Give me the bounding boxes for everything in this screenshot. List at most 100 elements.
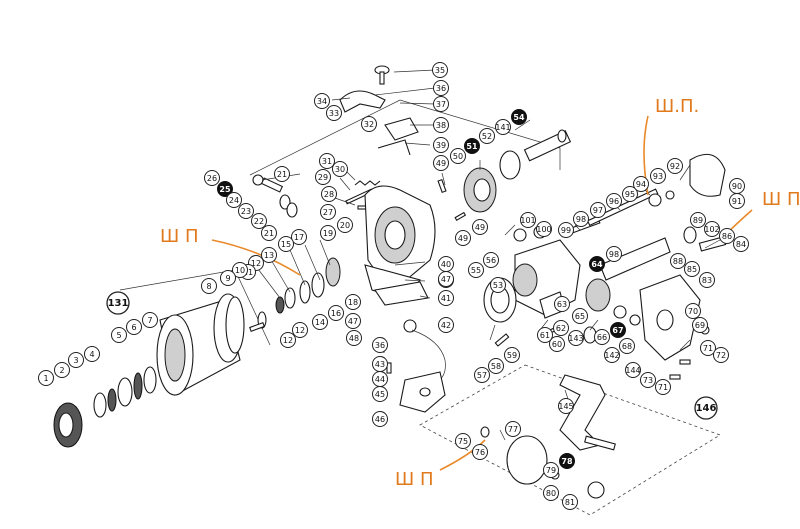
- callout-circle: [320, 225, 336, 241]
- callout-label: 141: [495, 123, 510, 132]
- callout-30: 30: [332, 161, 348, 177]
- callout-circle: [455, 230, 471, 246]
- callout-circle: [684, 261, 700, 277]
- callout-81: 81: [562, 494, 578, 510]
- spool-washer: [284, 287, 296, 309]
- callout-56: 56: [483, 252, 499, 268]
- callout-label: 66: [597, 333, 607, 342]
- callout-circle: [201, 278, 217, 294]
- callout-label: 54: [513, 113, 525, 122]
- callout-label: 100: [536, 225, 551, 234]
- callout-label: 62: [556, 324, 566, 333]
- callout-circle: [438, 271, 454, 287]
- knob-washer: [480, 426, 490, 438]
- callout-circle: [692, 317, 708, 333]
- callout-67: 67: [610, 322, 626, 338]
- callout-circle: [332, 161, 348, 177]
- callout-54: 54: [511, 109, 527, 125]
- callout-47: 47: [438, 271, 454, 287]
- callout-label: 24: [229, 196, 239, 205]
- callout-102: 102: [704, 221, 720, 237]
- callout-37: 37: [433, 96, 449, 112]
- callout-circle: [573, 211, 589, 227]
- callout-label: 29: [318, 173, 328, 182]
- callout-circle: [432, 62, 448, 78]
- callout-circle: [558, 222, 574, 238]
- callout-label: 36: [375, 341, 385, 350]
- callout-label: 12: [251, 259, 261, 268]
- callout-3: 3: [68, 352, 84, 368]
- drag-knob: [53, 402, 83, 448]
- bail-bolt-shaft: [379, 71, 385, 85]
- gear: [583, 326, 597, 344]
- washer: [629, 314, 641, 326]
- callout-label: 64: [591, 260, 603, 269]
- callout-label: 18: [348, 298, 358, 307]
- callout-circle: [433, 137, 449, 153]
- callout-circle: [278, 236, 294, 252]
- callout-51: 51: [464, 138, 480, 154]
- callout-9: 9: [220, 270, 236, 286]
- pin: [386, 362, 392, 374]
- callout-circle: [220, 270, 236, 286]
- callout-19: 19: [320, 225, 336, 241]
- callout-97: 97: [590, 202, 606, 218]
- callout-34: 34: [314, 93, 330, 109]
- callout-circle: [433, 96, 449, 112]
- callout-circle: [433, 80, 449, 96]
- callout-24: 24: [226, 192, 242, 208]
- callout-label: 30: [335, 165, 345, 174]
- callout-label: 92: [670, 162, 680, 171]
- callout-circle: [562, 494, 578, 510]
- callout-label: 6: [131, 323, 136, 332]
- callout-39: 39: [433, 137, 449, 153]
- callout-label: 32: [364, 120, 374, 129]
- callout-circle: [633, 176, 649, 192]
- svg-text:Ш.П.: Ш.П.: [655, 96, 699, 117]
- callout-62: 62: [553, 320, 569, 336]
- callout-93: 93: [650, 168, 666, 184]
- callout-101: 101: [520, 212, 536, 228]
- callout-circle: [537, 327, 553, 343]
- callout-65: 65: [572, 308, 588, 324]
- callout-28: 28: [321, 186, 337, 202]
- callout-label: 26: [207, 174, 217, 183]
- callout-label: 77: [508, 425, 518, 434]
- callout-142: 142: [604, 347, 620, 363]
- callout-label: 98: [609, 250, 619, 259]
- gear: [585, 278, 611, 312]
- callout-circle: [345, 313, 361, 329]
- callout-label: 50: [453, 152, 463, 161]
- callout-6: 6: [126, 319, 142, 335]
- callout-label: 12: [295, 326, 305, 335]
- callout-circle: [280, 332, 296, 348]
- callout-circle: [261, 247, 277, 263]
- callout-label: 15: [281, 240, 291, 249]
- callout-label: 101: [520, 216, 535, 225]
- callout-label: 20: [340, 221, 350, 230]
- callout-circle: [274, 166, 290, 182]
- callout-8: 8: [201, 278, 217, 294]
- spool-washer: [275, 296, 285, 314]
- callout-label: 81: [565, 498, 575, 507]
- callout-label: 47: [441, 275, 451, 284]
- callout-circle: [232, 262, 248, 278]
- callout-label: 3: [73, 356, 78, 365]
- callout-41: 41: [438, 290, 454, 306]
- callout-label: 21: [277, 170, 287, 179]
- callout-55: 55: [468, 262, 484, 278]
- callout-circle: [700, 340, 716, 356]
- spool-washer: [299, 280, 311, 304]
- callout-circle: [38, 370, 54, 386]
- callout-circle: [670, 253, 686, 269]
- callout-25: 25: [217, 181, 233, 197]
- callout-label: 88: [673, 257, 683, 266]
- annotation-bottom: Ш П: [395, 439, 486, 490]
- callout-49: 49: [455, 230, 471, 246]
- callout-circle: [54, 362, 70, 378]
- clutch-lever: [557, 129, 567, 143]
- callout-90: 90: [729, 178, 745, 194]
- callout-label: 49: [436, 159, 446, 168]
- callout-circle: [625, 362, 641, 378]
- callout-circle: [572, 308, 588, 324]
